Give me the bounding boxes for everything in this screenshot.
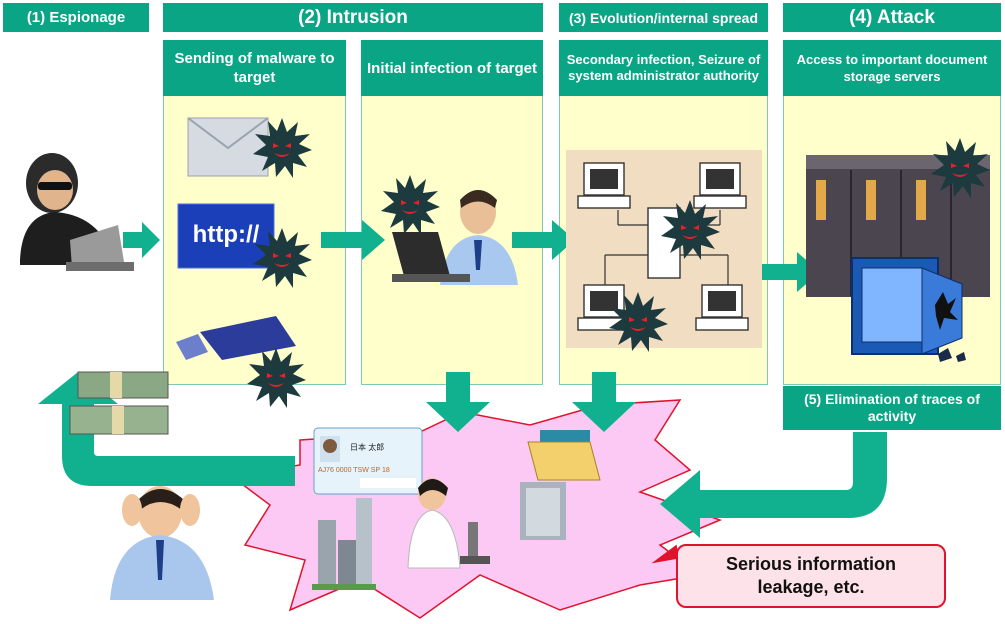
http-text: http:// [193,221,260,248]
city-buildings-illustration [312,498,376,590]
phase-espionage-header: (1) Espionage [3,3,149,32]
leak-burst-shape [228,399,723,619]
phase-evolution-header: (3) Evolution/internal spread [559,3,768,32]
flow-arrow-4 [757,252,820,292]
infected-user-illustration [392,190,518,285]
return-arrow-right [660,432,887,538]
network-illustration [566,150,762,348]
leak-callout-box: Serious information leakage, etc. [676,544,946,608]
leak-callout-text: Serious information leakage, etc. [725,554,896,597]
step-access-header: Access to important document storage ser… [783,40,1001,96]
flow-arrow-1 [123,222,160,258]
flow-arrow-2 [321,220,385,260]
virus-icon-3 [247,348,306,408]
money-stacks-illustration [69,371,169,435]
usb-stick-icon [176,316,296,360]
folder-icon [527,430,601,481]
svg-text:日本 太郎: 日本 太郎 [350,442,384,452]
phase-attack-header: (4) Attack [783,3,1001,32]
hacker-illustration [20,153,134,271]
worried-person-illustration [110,486,214,600]
virus-icon-4 [381,175,440,235]
open-safe-icon [851,257,966,362]
office-building-illustration [520,482,566,540]
step-sending-header: Sending of malware to target [163,40,346,96]
svg-text:AJ76 0000 TSW SP 18: AJ76 0000 TSW SP 18 [318,467,390,474]
down-arrow-2 [572,372,636,432]
id-card-illustration: 日本 太郎 AJ76 0000 TSW SP 18 [313,427,423,495]
down-arrow-1 [426,372,490,432]
email-envelope-icon [187,117,269,177]
phase-elimination-header: (5) Elimination of traces of activity [783,386,1001,430]
scientist-illustration [407,478,490,569]
flow-arrow-3 [512,220,575,260]
phase-intrusion-header: (2) Intrusion [163,3,543,32]
step-secondary-header: Secondary infection, Seizure of system a… [559,40,768,96]
return-arrow-left [38,372,295,486]
step-initial-header: Initial infection of target [361,40,543,96]
http-banner: http:// [177,203,275,269]
